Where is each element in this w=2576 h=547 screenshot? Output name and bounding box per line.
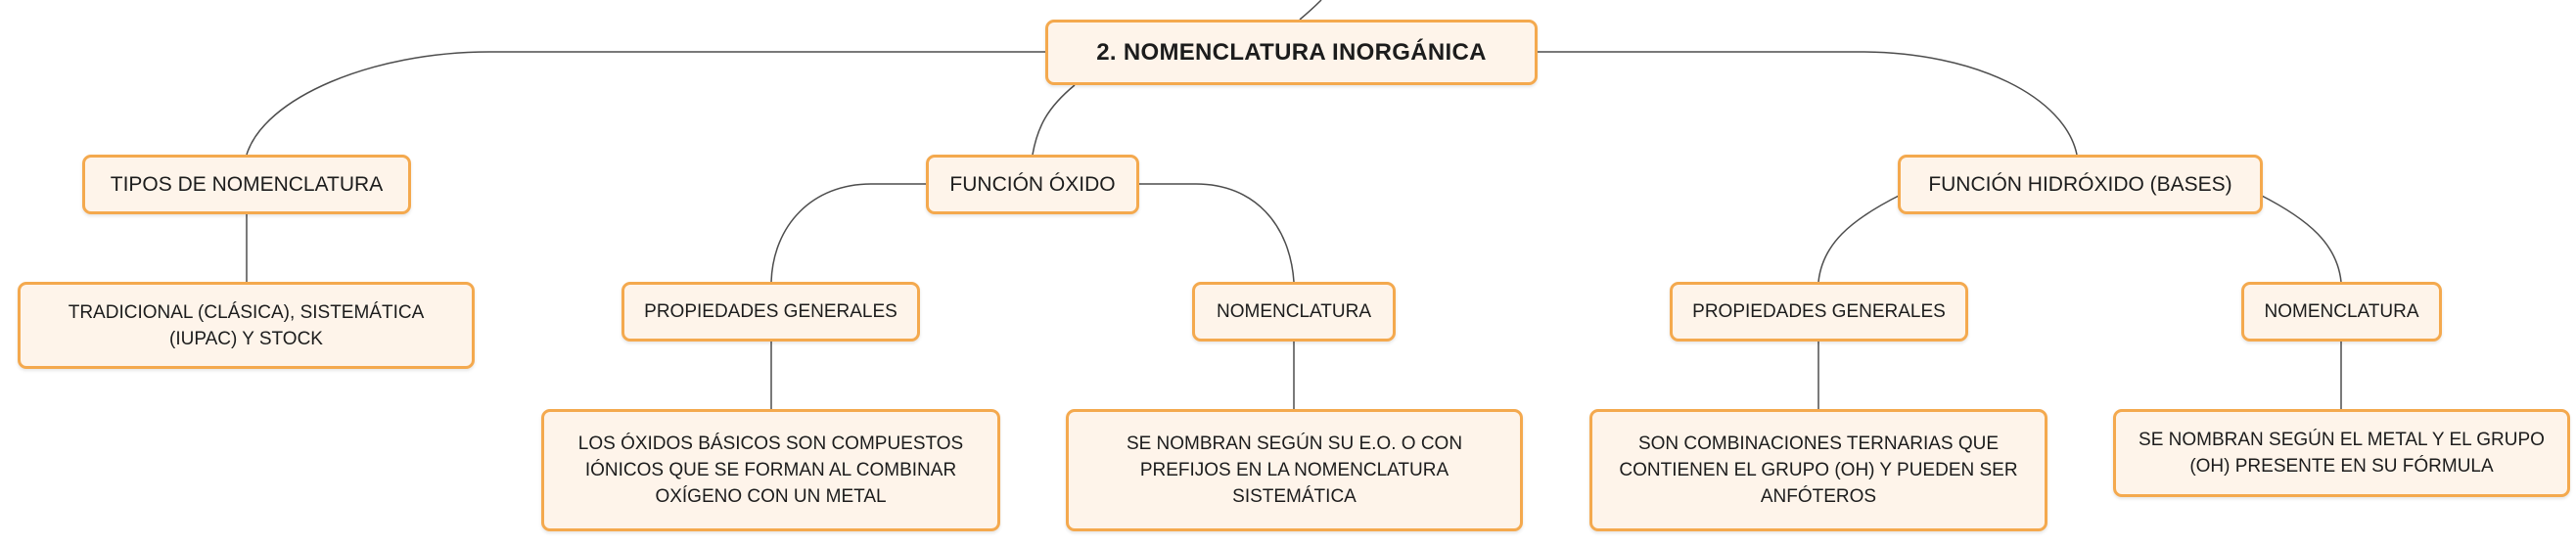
edge-root-to-hidroxido (1538, 51, 2078, 156)
topic-tipos-label: TIPOS DE NOMENCLATURA (110, 172, 384, 196)
subtopic-hidroxido-nomenclatura[interactable]: NOMENCLATURA (2241, 282, 2442, 342)
root-topic[interactable]: 2. NOMENCLATURA INORGÁNICA (1045, 20, 1538, 85)
edge-root-to-oxido (1032, 84, 1076, 156)
edge-hidroxido-to-propiedades (1817, 194, 1902, 283)
leaf-hidroxido-nomenclatura-text: SE NOMBRAN SEGÚN EL METAL Y EL GRUPO (OH… (2139, 430, 2545, 477)
edge-parent-to-root (1299, 0, 1322, 21)
edge-oxido-to-propiedades (770, 183, 929, 283)
leaf-oxido-propiedades-text: LOS ÓXIDOS BÁSICOS SON COMPUESTOS IÓNICO… (577, 433, 964, 507)
leaf-hidroxido-propiedades-text: SON COMBINACIONES TERNARIAS QUE CONTIENE… (1619, 433, 2018, 507)
hidroxido-propiedades-label: PROPIEDADES GENERALES (1692, 300, 1946, 322)
topic-hidroxido-label: FUNCIÓN HIDRÓXIDO (BASES) (1928, 172, 2232, 196)
topic-funcion-oxido[interactable]: FUNCIÓN ÓXIDO (926, 155, 1139, 214)
leaf-hidroxido-nomenclatura[interactable]: SE NOMBRAN SEGÚN EL METAL Y EL GRUPO (OH… (2113, 409, 2570, 497)
leaf-tipos-text: TRADICIONAL (CLÁSICA), SISTEMÁTICA (IUPA… (68, 301, 425, 349)
edge-hidroxido-to-nomenclatura (2259, 194, 2342, 283)
subtopic-oxido-nomenclatura[interactable]: NOMENCLATURA (1192, 282, 1396, 342)
leaf-oxido-nomenclatura-text: SE NOMBRAN SEGÚN SU E.O. O CON PREFIJOS … (1126, 433, 1463, 507)
oxido-nomenclatura-label: NOMENCLATURA (1217, 300, 1371, 322)
root-topic-label: 2. NOMENCLATURA INORGÁNICA (1096, 38, 1487, 66)
leaf-tipos[interactable]: TRADICIONAL (CLÁSICA), SISTEMÁTICA (IUPA… (18, 282, 475, 369)
leaf-oxido-nomenclatura[interactable]: SE NOMBRAN SEGÚN SU E.O. O CON PREFIJOS … (1066, 409, 1523, 531)
subtopic-oxido-propiedades[interactable]: PROPIEDADES GENERALES (621, 282, 920, 342)
topic-oxido-label: FUNCIÓN ÓXIDO (949, 172, 1116, 196)
topic-tipos-de-nomenclatura[interactable]: TIPOS DE NOMENCLATURA (82, 155, 411, 214)
subtopic-hidroxido-propiedades[interactable]: PROPIEDADES GENERALES (1670, 282, 1968, 342)
leaf-oxido-propiedades[interactable]: LOS ÓXIDOS BÁSICOS SON COMPUESTOS IÓNICO… (541, 409, 1000, 531)
leaf-hidroxido-propiedades[interactable]: SON COMBINACIONES TERNARIAS QUE CONTIENE… (1589, 409, 2047, 531)
hidroxido-nomenclatura-label: NOMENCLATURA (2264, 300, 2419, 322)
oxido-propiedades-label: PROPIEDADES GENERALES (644, 300, 897, 322)
edge-root-to-tipos (246, 51, 1045, 156)
edge-oxido-to-nomenclatura (1137, 183, 1295, 283)
topic-funcion-hidroxido[interactable]: FUNCIÓN HIDRÓXIDO (BASES) (1898, 155, 2263, 214)
